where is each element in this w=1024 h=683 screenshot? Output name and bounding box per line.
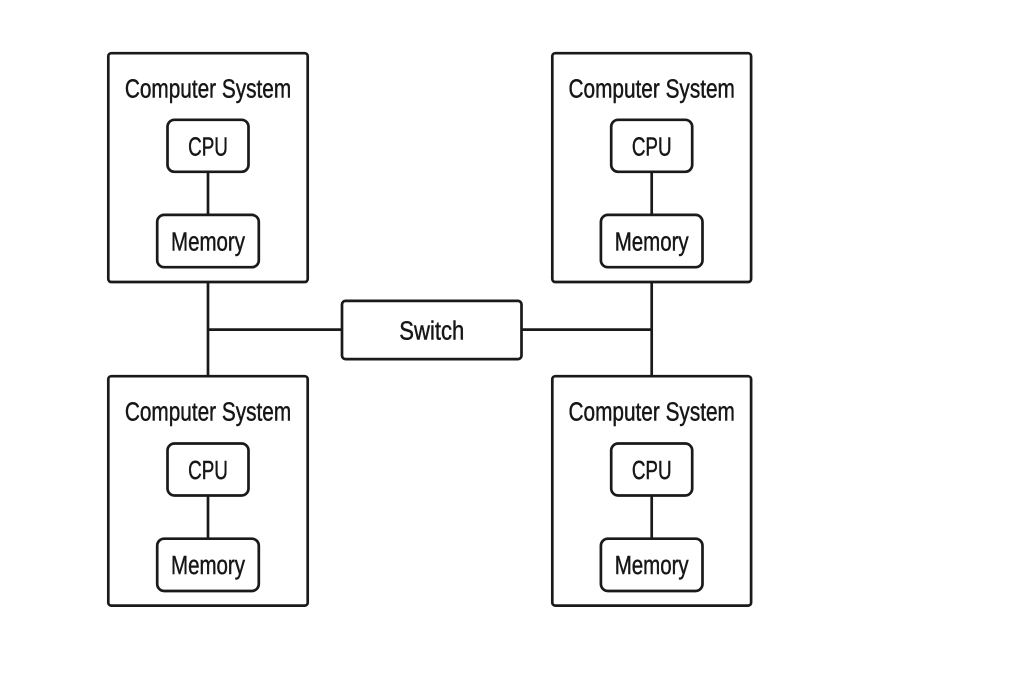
svg-text:Computer System: Computer System: [569, 74, 735, 103]
svg-text:CPU: CPU: [632, 131, 672, 161]
svg-text:CPU: CPU: [188, 131, 228, 161]
svg-text:Memory: Memory: [615, 227, 689, 256]
svg-text:Switch: Switch: [399, 317, 464, 346]
svg-text:Memory: Memory: [171, 551, 245, 580]
svg-text:Computer System: Computer System: [569, 397, 735, 426]
svg-text:CPU: CPU: [632, 455, 672, 485]
svg-text:Memory: Memory: [171, 227, 245, 256]
svg-text:Computer System: Computer System: [125, 74, 291, 103]
svg-text:Memory: Memory: [615, 551, 689, 580]
svg-text:CPU: CPU: [188, 455, 228, 485]
svg-text:Computer System: Computer System: [125, 397, 291, 426]
